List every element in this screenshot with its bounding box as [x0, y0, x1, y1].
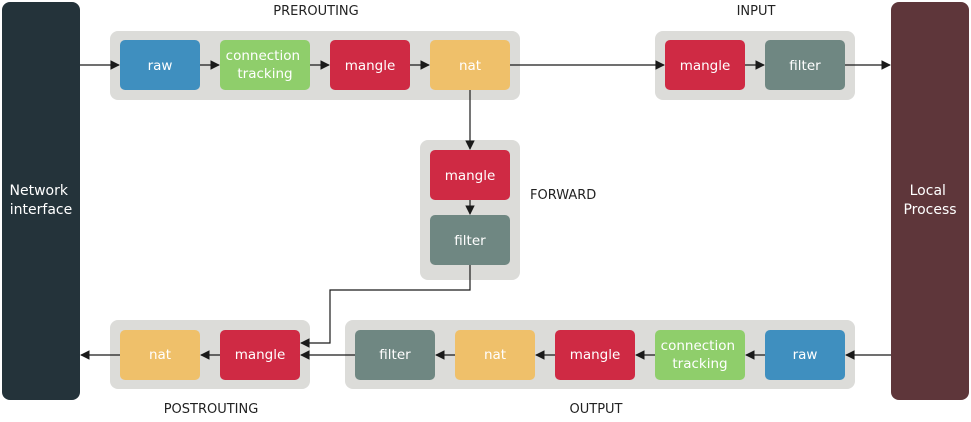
svg-text:mangle: mangle [445, 168, 496, 184]
svg-text:mangle: mangle [235, 347, 286, 363]
table-filter: filter [765, 40, 845, 90]
table-connection-tracking: connection tracking [220, 40, 310, 90]
conntrack-out-line-1: connection [661, 338, 735, 354]
chain-label-output: OUTPUT [570, 402, 623, 417]
conntrack-pre-line-1: connection [226, 48, 300, 64]
table-mangle: mangle [220, 330, 300, 380]
local-process: Local Process [891, 2, 969, 400]
network-interface-line-1: Network [10, 183, 69, 199]
chain-label-prerouting: PREROUTING [273, 4, 358, 19]
svg-text:nat: nat [459, 58, 481, 74]
table-connection-tracking: connection tracking [655, 330, 745, 380]
network-interface-label: Network interface [10, 183, 73, 218]
local-process-line-2: Process [903, 202, 956, 218]
local-process-label: Local Process [903, 183, 956, 218]
table-mangle: mangle [330, 40, 410, 90]
svg-text:raw: raw [793, 347, 818, 363]
network-interface-line-2: interface [10, 202, 72, 218]
flow-arrows [80, 60, 891, 360]
network-interface: Network interface [2, 2, 80, 400]
table-filter: filter [430, 215, 510, 265]
table-nat: nat [120, 330, 200, 380]
svg-text:filter: filter [454, 233, 486, 249]
svg-text:mangle: mangle [570, 347, 621, 363]
table-mangle: mangle [555, 330, 635, 380]
conntrack-pre-line-2: tracking [237, 66, 292, 82]
svg-text:connection tracking: connection tracking [226, 48, 305, 82]
svg-text:filter: filter [379, 347, 411, 363]
table-mangle: mangle [430, 150, 510, 200]
table-raw: raw [765, 330, 845, 380]
table-mangle: mangle [665, 40, 745, 90]
local-process-line-1: Local [910, 183, 946, 199]
svg-text:filter: filter [789, 58, 821, 74]
conntrack-out-line-2: tracking [672, 356, 727, 372]
table-raw: raw [120, 40, 200, 90]
svg-text:mangle: mangle [345, 58, 396, 74]
arrow [300, 265, 471, 348]
table-nat: nat [455, 330, 535, 380]
chain-label-postrouting: POSTROUTING [164, 402, 259, 417]
chain-label-forward: FORWARD [530, 188, 596, 203]
svg-text:raw: raw [148, 58, 173, 74]
chain-label-input: INPUT [737, 4, 776, 19]
table-nat: nat [430, 40, 510, 90]
svg-text:connection tracking: connection tracking [661, 338, 740, 372]
svg-text:nat: nat [484, 347, 506, 363]
svg-text:nat: nat [149, 347, 171, 363]
svg-text:mangle: mangle [680, 58, 731, 74]
table-filter: filter [355, 330, 435, 380]
